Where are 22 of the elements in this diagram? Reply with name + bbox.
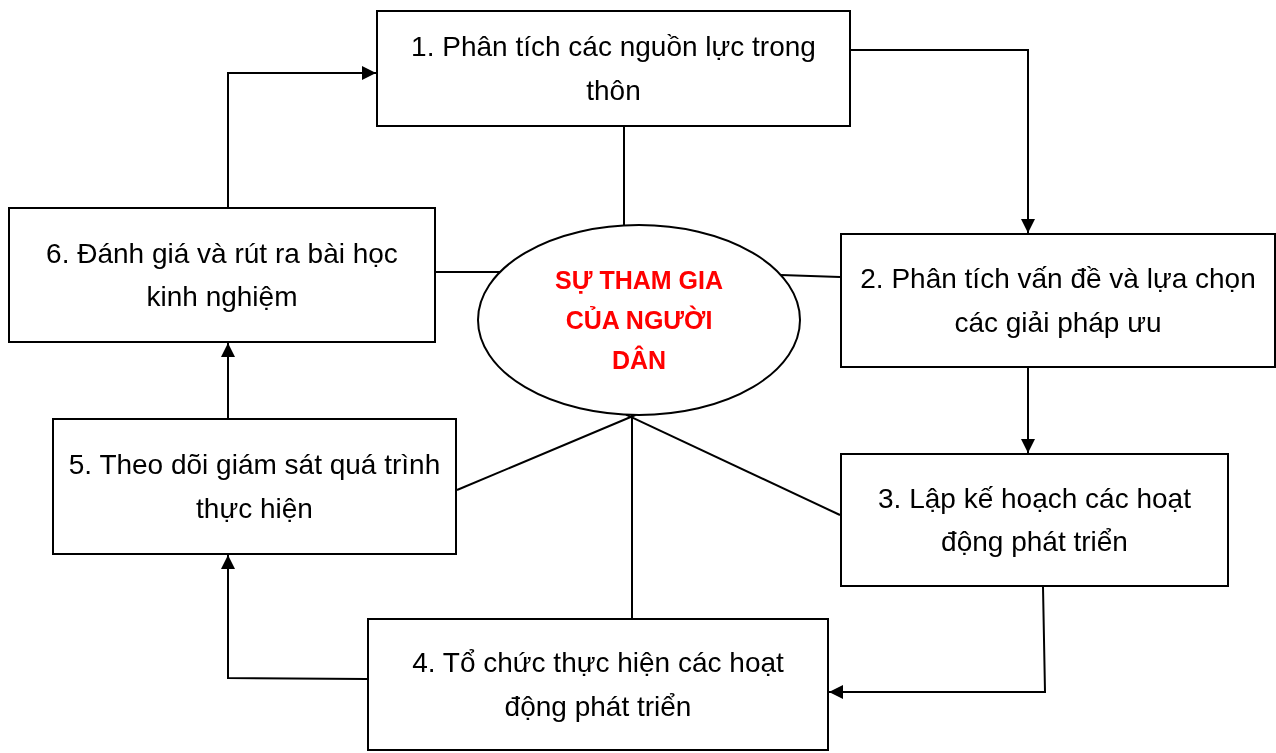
process-box — [376, 10, 851, 127]
node-label: 3. Lập kế hoạch các hoạt động phát triển — [877, 481, 1192, 559]
process-box — [8, 207, 436, 343]
connector-line — [456, 414, 637, 491]
process-box — [52, 418, 457, 555]
node-label: 2. Phân tích vấn đề và lựa chọn các giải pháp ưu — [859, 262, 1257, 340]
process-box — [840, 453, 1229, 587]
arrow — [221, 554, 368, 680]
connector-line — [623, 126, 625, 227]
process-box — [367, 618, 829, 751]
arrow — [828, 586, 1046, 699]
process-box — [840, 233, 1276, 368]
node-label: 6. Đánh giá và rút ra bài học kinh nghiệm — [45, 236, 399, 314]
arrow — [850, 49, 1035, 234]
arrow — [1021, 367, 1035, 454]
node-label: 4. Tổ chức thực hiện các hoạt động phát triển — [411, 646, 785, 724]
arrow — [221, 342, 235, 419]
connector-line — [625, 413, 841, 516]
arrow — [227, 66, 377, 208]
node-label: 1. Phân tích các nguồn lực trong thôn — [410, 30, 817, 108]
node-label: 5. Theo dõi giám sát quá trình thực hiện — [67, 448, 442, 526]
node-label: SỰ THAM GIA CỦA NGƯỜI DÂN — [554, 265, 724, 376]
